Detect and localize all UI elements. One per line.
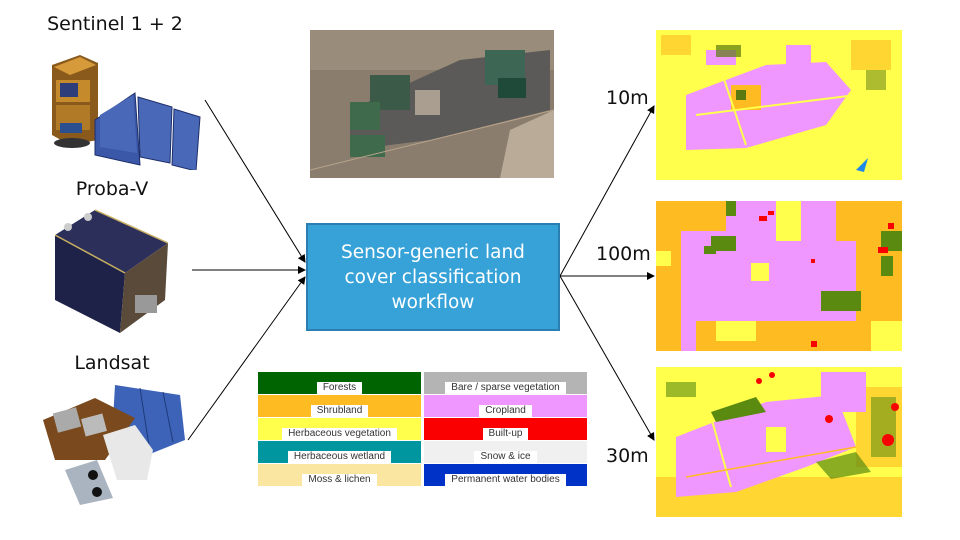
satellite-label-landsat: Landsat	[74, 352, 150, 374]
resolution-label-10m: 10m	[606, 87, 649, 109]
legend-item-forests: Forests	[258, 372, 421, 394]
legend-item-cropland: Cropland	[424, 395, 587, 417]
proba-v-satellite-icon	[54, 209, 169, 333]
legend-item-herbaceous-wetland: Herbaceous wetland	[258, 441, 421, 463]
land-cover-map-30m	[656, 367, 902, 517]
landsat-satellite-icon	[43, 385, 185, 505]
land-cover-map-10m	[656, 30, 902, 180]
workflow-text-line3: workflow	[391, 291, 475, 313]
legend-item-water: Permanent water bodies	[424, 464, 587, 486]
satellite-label-proba-v: Proba-V	[75, 178, 149, 200]
sentinel-satellite-icon	[52, 55, 201, 170]
legend-item-bare: Bare / sparse vegetation	[424, 372, 587, 394]
legend-item-herbaceous-vegetation: Herbaceous vegetation	[258, 418, 421, 440]
legend-item-built-up: Built-up	[424, 418, 587, 440]
legend-item-shrubland: Shrubland	[258, 395, 421, 417]
workflow-text-line1: Sensor-generic land	[341, 241, 525, 263]
resolution-label-30m: 30m	[606, 445, 649, 467]
satellite-label-sentinel: Sentinel 1 + 2	[47, 13, 183, 35]
satellite-imagery	[310, 30, 554, 178]
land-cover-map-100m	[656, 201, 902, 351]
land-cover-legend: Forests Bare / sparse vegetation Shrubla…	[258, 372, 587, 486]
legend-item-snow-ice: Snow & ice	[424, 441, 587, 463]
workflow-box: Sensor-generic land cover classification…	[306, 223, 560, 331]
resolution-label-100m: 100m	[596, 243, 651, 265]
workflow-text-line2: cover classification	[344, 266, 522, 288]
legend-item-moss-lichen: Moss & lichen	[258, 464, 421, 486]
